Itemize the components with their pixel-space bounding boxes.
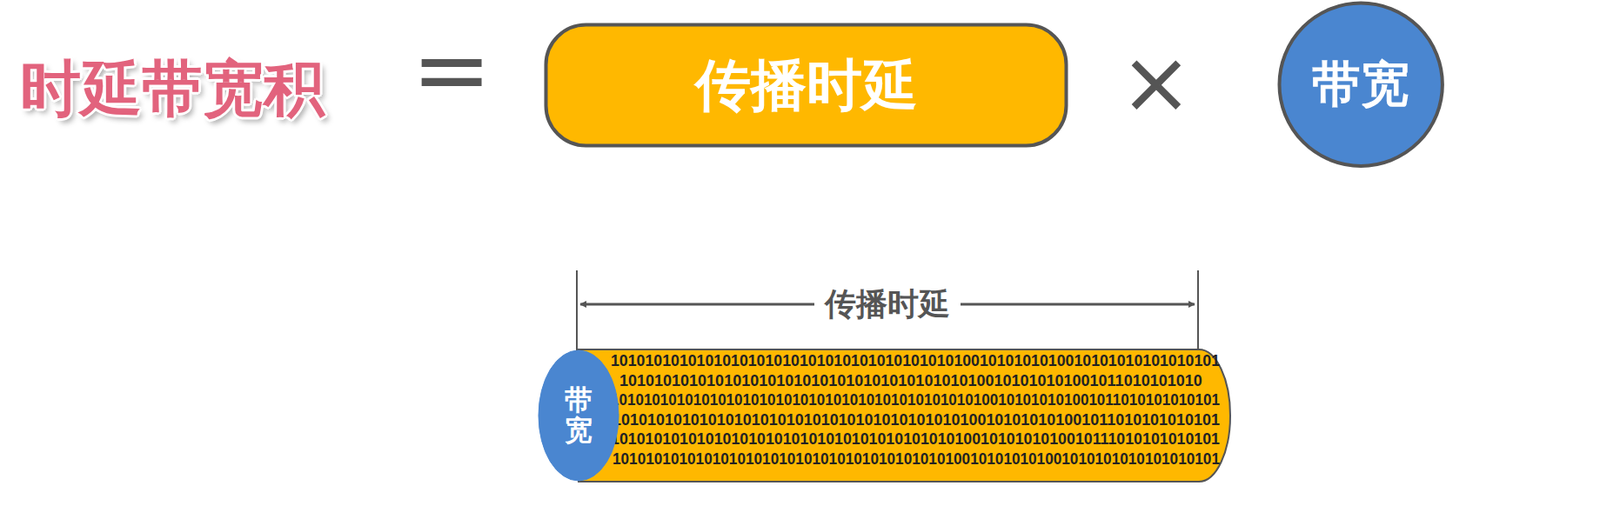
equals-sign: = [411,21,492,118]
bandwidth-circle: 带宽 [1277,0,1445,168]
binary-row: 1010101010101010101010101010101010101010… [610,431,1220,448]
binary-row: 1010101010101010101010101010101010101010… [612,412,1220,429]
pipe-end-ellipse: 带宽 [537,349,620,483]
process-box: 传播时延 [543,22,1069,148]
data-pipe [578,349,1231,483]
binary-row: 1010101010101010101010101010101010101010… [610,353,1220,369]
times-sign: × [1119,39,1193,127]
pipe-end-ellipse-shape [538,350,619,482]
binary-row: 1010101010101010101010101010101010101010… [610,392,1220,409]
bandwidth-circle-shape [1278,2,1442,166]
binary-row: 1010101010101010101010101010101010101010… [619,373,1203,389]
dimension-tick [575,270,578,353]
diagram-title: 时延带宽积 [20,48,325,131]
node-text: 传播时延 [695,54,918,116]
process-box-shape [546,25,1067,147]
dimension-label: 传播时延 [814,287,961,322]
node-text: 带宽 [1312,57,1410,112]
binary-row: 1010101010101010101010101010101010101010… [612,451,1220,468]
node-text: 带宽 [564,385,593,447]
dimension-tick [1197,270,1199,353]
